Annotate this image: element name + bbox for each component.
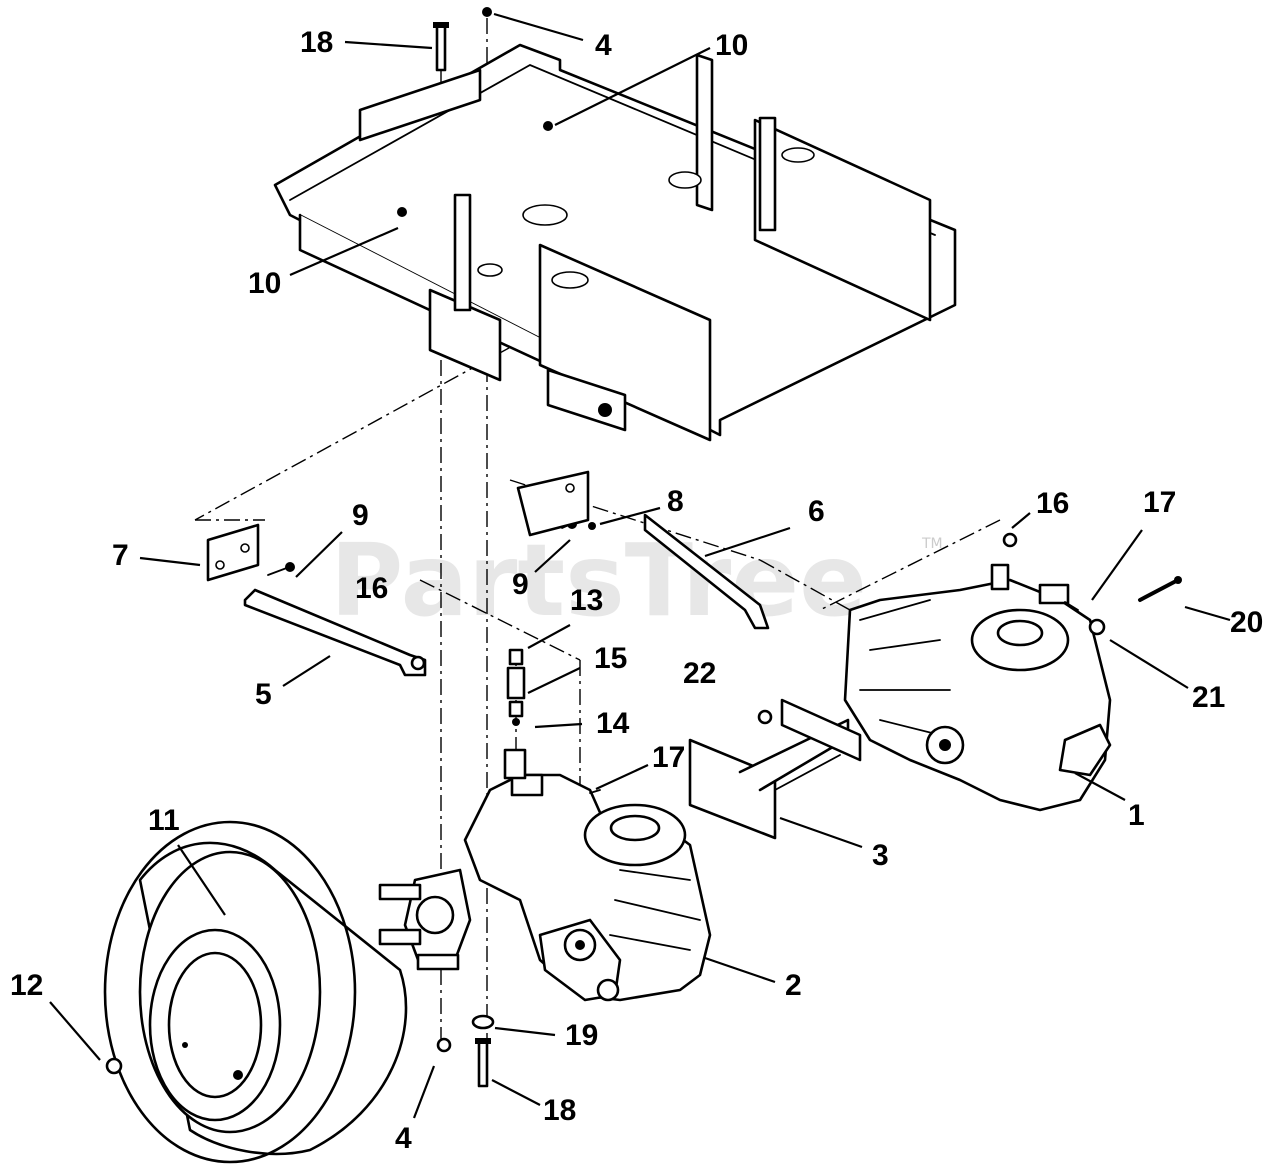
bolt-20[interactable]	[1138, 576, 1182, 602]
callout-17-left[interactable]: 17	[652, 741, 685, 774]
callout-2[interactable]: 2	[785, 969, 802, 1002]
callout-9-left[interactable]: 9	[352, 499, 369, 532]
callout-9-right[interactable]: 9	[512, 568, 529, 601]
plate-7[interactable]	[206, 523, 260, 582]
watermark: PartsTree	[330, 522, 867, 639]
callout-21[interactable]: 21	[1192, 681, 1225, 714]
callout-18-top[interactable]: 18	[300, 26, 333, 59]
screw-17-right[interactable]	[1064, 601, 1079, 611]
watermark-trademark: TM	[921, 536, 943, 552]
callout-4-bottom[interactable]: 4	[395, 1122, 412, 1155]
bolt-18-bottom[interactable]	[475, 1038, 491, 1088]
callout-16-right[interactable]: 16	[1036, 487, 1069, 520]
callout-22[interactable]: 22	[683, 657, 716, 690]
transaxle-left[interactable]	[463, 748, 712, 1002]
callout-13[interactable]: 13	[570, 584, 603, 617]
screw-17-left[interactable]	[589, 789, 601, 794]
callout-5[interactable]: 5	[255, 678, 272, 711]
nut-16-left[interactable]	[410, 655, 426, 671]
callout-20[interactable]: 20	[1230, 606, 1263, 639]
plate-mount-bracket[interactable]	[516, 470, 590, 537]
spacer-stack[interactable]	[506, 648, 526, 726]
callout-15[interactable]: 15	[594, 642, 627, 675]
callout-19[interactable]: 19	[565, 1019, 598, 1052]
callout-14[interactable]: 14	[596, 707, 630, 740]
leader-lines	[49, 12, 1231, 1119]
bracket-3[interactable]	[688, 698, 862, 840]
washer-21[interactable]	[1088, 618, 1106, 636]
callout-4-top[interactable]: 4	[595, 29, 612, 62]
callout-16-left[interactable]: 16	[355, 572, 388, 605]
screw-9-left[interactable]	[267, 562, 295, 576]
callouts: 18 4 10 10 7 9 8 6 16 17 9 16 13 20 15 5…	[10, 26, 1263, 1155]
nut-12[interactable]	[105, 1057, 123, 1075]
rod-6[interactable]	[643, 513, 770, 630]
callout-6[interactable]: 6	[808, 495, 825, 528]
bolt-18-top[interactable]	[433, 22, 449, 72]
nut-4-bottom[interactable]	[436, 1037, 452, 1053]
nut-4-top[interactable]	[482, 7, 492, 17]
rod-5[interactable]	[243, 588, 427, 677]
washer-8[interactable]	[588, 522, 596, 530]
callout-12[interactable]: 12	[10, 969, 43, 1002]
transaxle-right[interactable]	[843, 563, 1112, 812]
frame-assembly[interactable]	[273, 43, 957, 442]
callout-10-top[interactable]: 10	[715, 29, 748, 62]
callout-11[interactable]: 11	[148, 804, 180, 837]
wheel-hub[interactable]	[378, 868, 472, 971]
callout-7[interactable]: 7	[112, 539, 129, 572]
callout-1[interactable]: 1	[1128, 799, 1145, 832]
callout-18-bottom[interactable]: 18	[543, 1094, 576, 1127]
nut-16-right[interactable]	[1002, 532, 1018, 548]
wheel-tire[interactable]	[103, 820, 408, 1164]
callout-8[interactable]: 8	[667, 485, 684, 518]
callout-17-right[interactable]: 17	[1143, 486, 1176, 519]
washer-19[interactable]	[471, 1014, 495, 1030]
nut-22[interactable]	[757, 709, 773, 725]
callout-10-left[interactable]: 10	[248, 267, 281, 300]
callout-3[interactable]: 3	[872, 839, 889, 872]
